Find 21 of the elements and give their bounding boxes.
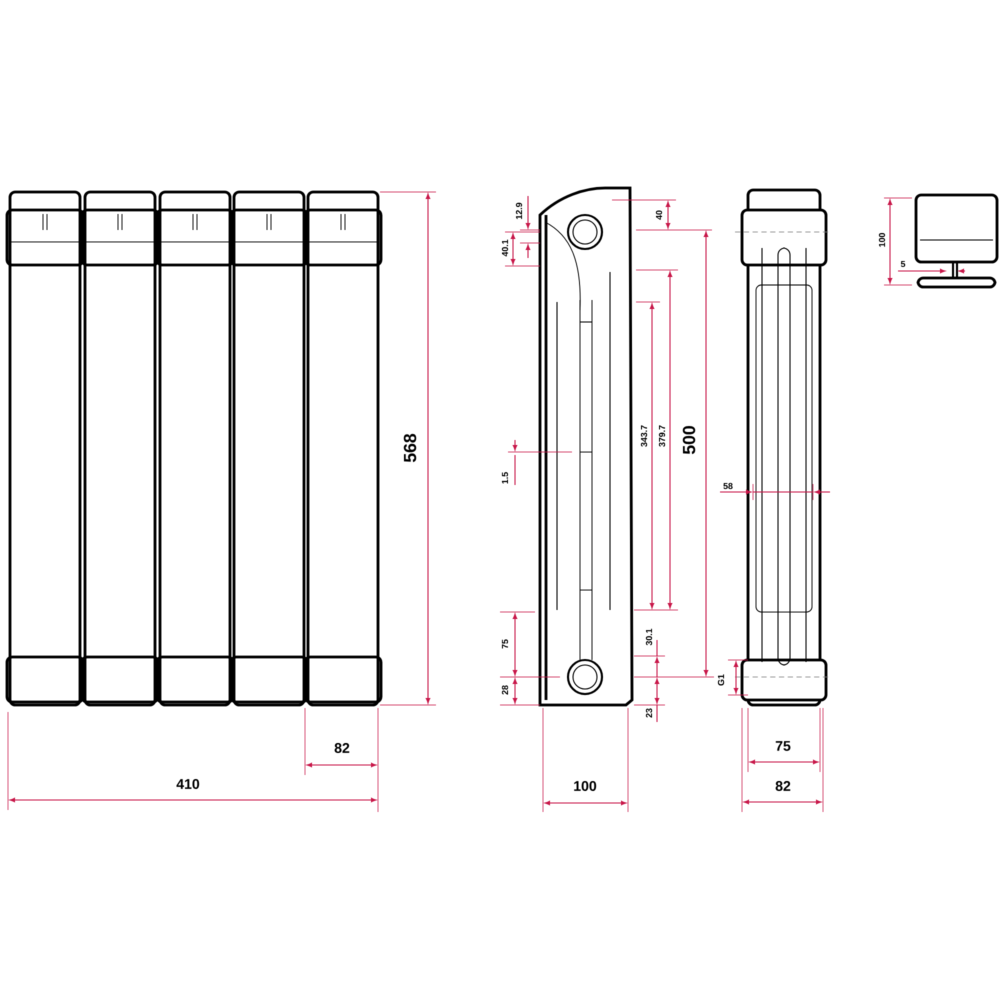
dimension-label: 40.1 [501,238,509,258]
dimension-label: 82 [333,742,351,754]
dimension-label: 1.5 [501,471,509,485]
dimension-label: 100 [878,232,886,248]
dimension-label: 75 [774,740,792,752]
dimension-label: 40 [655,209,663,221]
dimension-label: 5 [900,260,906,268]
dimension-label: 82 [774,780,792,792]
dimension-label: 343.7 [640,424,648,448]
dimension-label: 12.9 [515,202,523,220]
dimension-label: 568 [402,432,418,464]
dimension-label: 410 [175,778,201,790]
dimension-label: 30.1 [645,628,653,646]
dimension-label: 75 [501,638,509,650]
dimension-label: G1 [717,673,725,687]
dimension-label: 500 [682,424,696,456]
dimension-label: 100 [572,780,598,792]
dimension-label: 379.7 [658,424,666,448]
dimension-label: 58 [722,482,734,490]
dimension-label: 23 [645,707,653,719]
dimension-label: 28 [501,684,509,696]
